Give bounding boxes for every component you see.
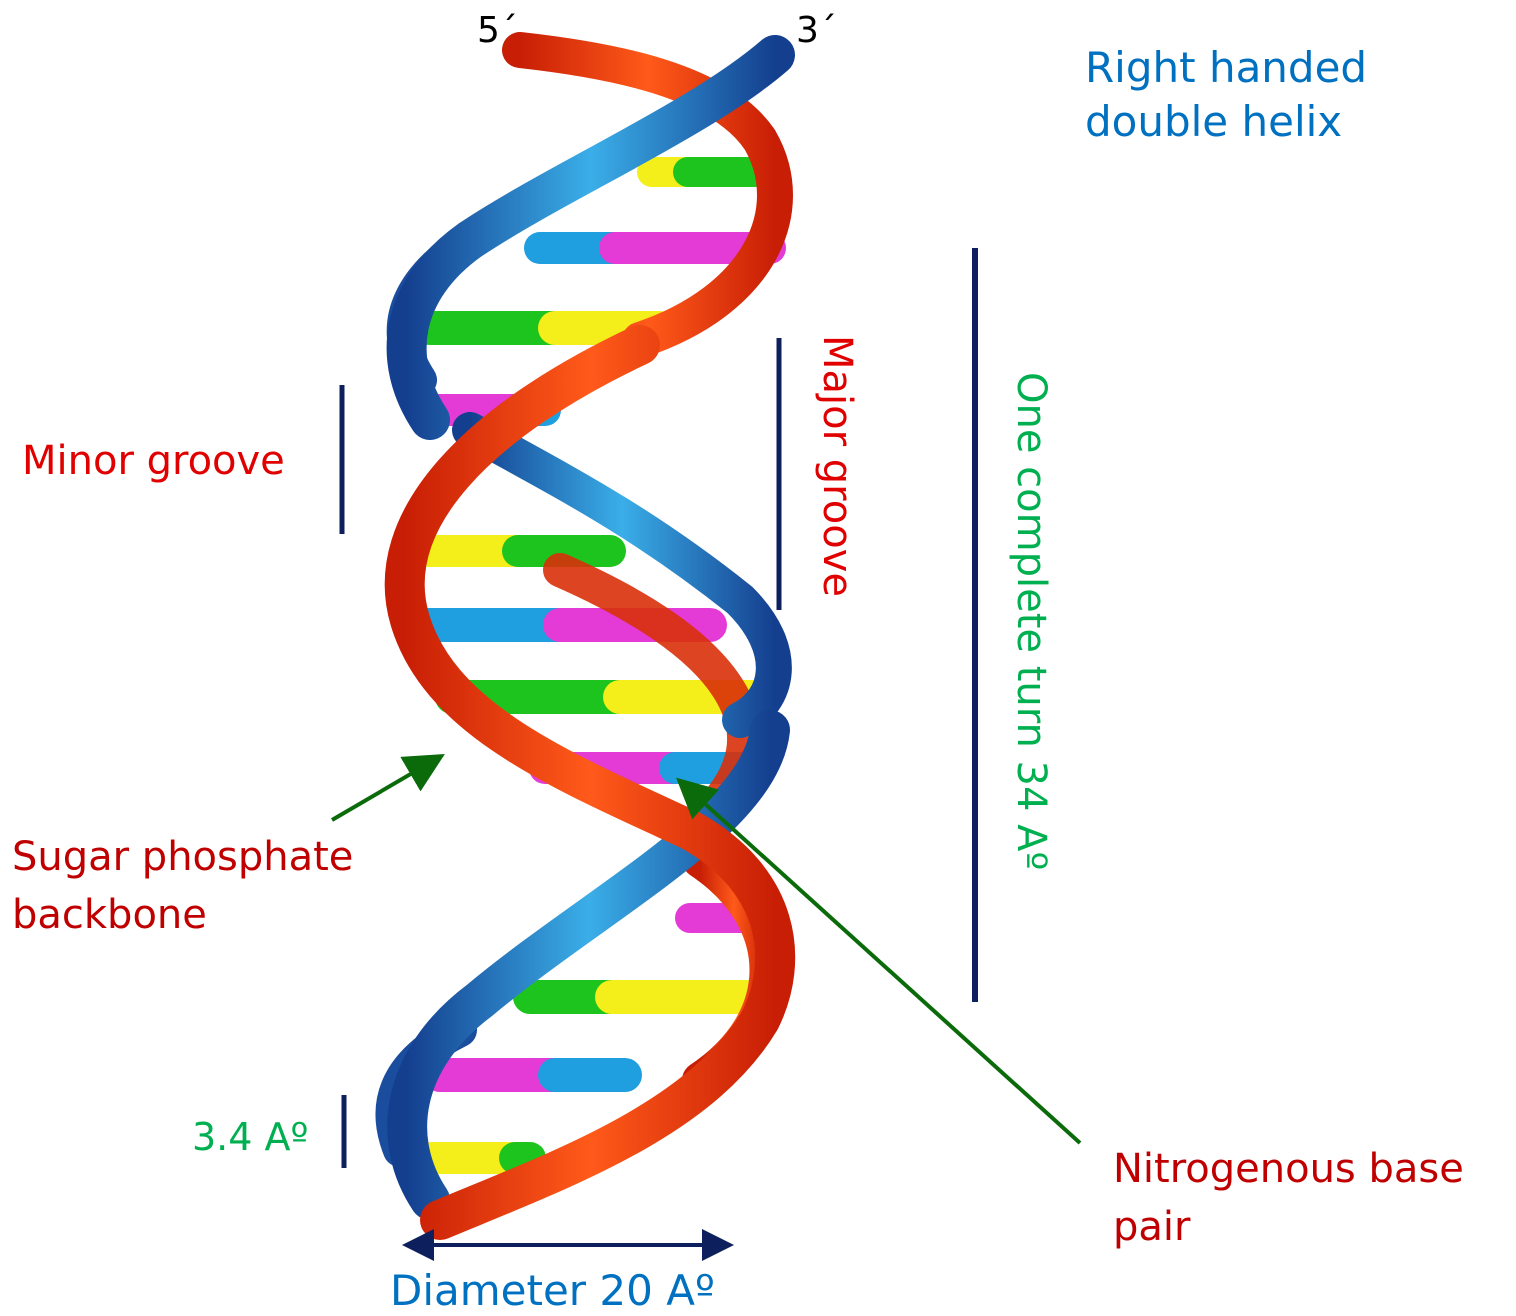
three-prime-label: 3´ [796,10,837,51]
right-handed-label-line2: double helix [1085,97,1342,146]
sugar-pointer-arrow [332,758,438,820]
sugar-phosphate-label-line1: Sugar phosphate [12,834,353,880]
major-groove-label: Major groove [814,335,860,597]
sugar-phosphate-label-line2: backbone [12,892,207,938]
right-handed-label-line1: Right handed [1085,43,1367,92]
one-turn-label: One complete turn 34 Aº [1008,372,1054,870]
nitrogenous-base-label-line1: Nitrogenous base [1113,1146,1464,1192]
five-prime-label: 5´ [477,10,518,51]
minor-groove-label: Minor groove [22,438,285,484]
diameter-label: Diameter 20 Aº [390,1266,715,1315]
nitrogenous-base-label-line2: pair [1113,1204,1191,1250]
rise-label: 3.4 Aº [192,1115,308,1159]
